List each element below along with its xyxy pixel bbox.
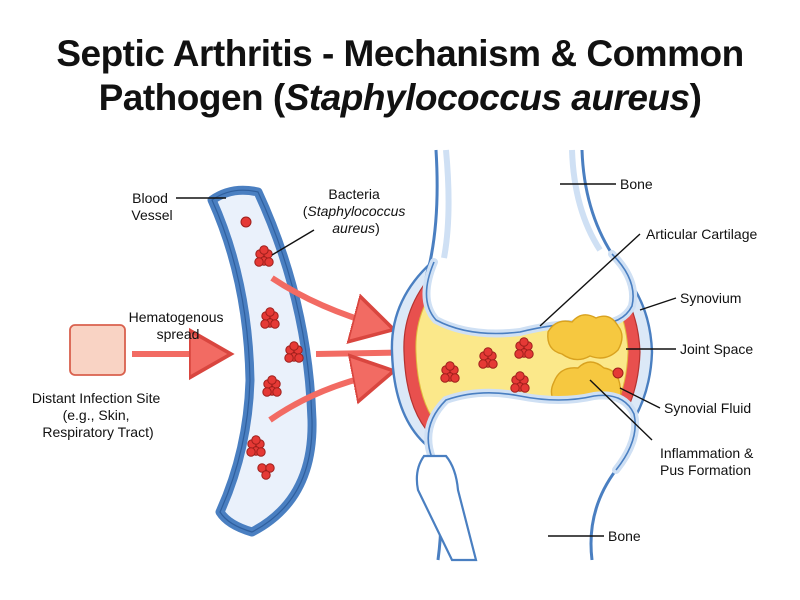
- leader-articular-cartilage: [539, 233, 641, 327]
- title-line-2: Pathogen (Staphylococcus aureus): [0, 76, 800, 120]
- upper-bone: [423, 149, 635, 335]
- bacteria-cluster-joint: [514, 337, 534, 359]
- vessel-bacteria-group: [240, 216, 304, 480]
- bacteria-cluster-vessel: [240, 216, 252, 228]
- leader-synovial-fluid: [619, 387, 661, 409]
- title-line-1: Septic Arthritis - Mechanism & Common: [56, 33, 744, 74]
- bacteria-cluster-vessel: [262, 375, 282, 397]
- label-bone-bottom: Bone: [608, 528, 641, 544]
- bacteria-cluster-vessel: [284, 341, 304, 363]
- joint-bacteria-group: [440, 337, 624, 393]
- title-pathogen-name: Staphylococcus aureus: [284, 77, 690, 118]
- label-inflammation-pus: Inflammation & Pus Formation: [660, 445, 757, 478]
- label-synovium: Synovium: [680, 290, 741, 306]
- title-line-2-prefix: Pathogen (: [98, 77, 286, 118]
- leader-synovium: [639, 297, 677, 311]
- bacteria-cluster-joint: [478, 347, 498, 369]
- label-bone-top: Bone: [620, 176, 653, 192]
- fibula: [415, 454, 478, 562]
- diagram-title: Septic Arthritis - Mechanism & Common Pa…: [0, 32, 800, 120]
- spread-arrow-upper: [270, 275, 388, 328]
- bacteria-cluster-vessel: [246, 435, 266, 457]
- label-synovial-fluid: Synovial Fluid: [664, 400, 751, 416]
- spread-arrow-lower: [268, 372, 388, 423]
- infection-site-box: [69, 324, 126, 376]
- bacteria-cluster-vessel: [260, 307, 280, 329]
- title-line-2-suffix: ): [689, 77, 702, 118]
- pus-formation-upper: [547, 314, 623, 361]
- leader-bacteria: [271, 229, 315, 256]
- label-distant-infection-site: Distant Infection Site (e.g., Skin, Resp…: [32, 390, 164, 440]
- leader-inflammation: [589, 379, 653, 441]
- bacteria-cluster-joint: [510, 371, 530, 393]
- label-joint-space: Joint Space: [680, 341, 753, 357]
- bacteria-cluster-joint: [612, 367, 624, 379]
- label-bacteria: Bacteria (Staphylococcus aureus): [303, 186, 410, 236]
- bacteria-cluster-vessel: [257, 463, 275, 480]
- bacteria-cluster-vessel: [254, 245, 274, 267]
- label-blood-vessel: Blood Vessel: [131, 190, 172, 223]
- blood-vessel: [207, 185, 317, 537]
- label-hematogenous-spread: Hematogenous spread: [129, 309, 228, 342]
- bacteria-cluster-joint: [440, 361, 460, 383]
- label-articular-cartilage: Articular Cartilage: [646, 226, 757, 242]
